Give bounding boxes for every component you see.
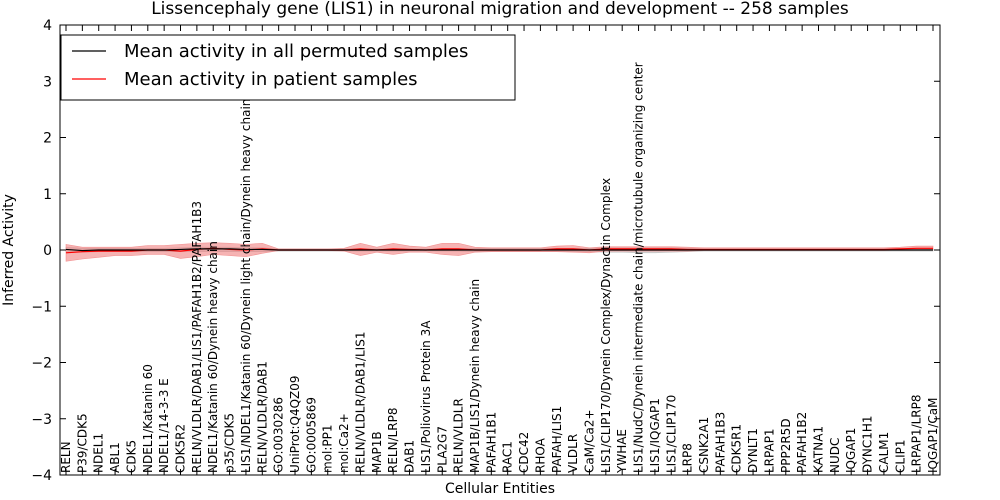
- legend: Mean activity in all permuted samples Me…: [60, 34, 516, 101]
- y-tick-label: −4: [31, 468, 52, 484]
- x-tick-label: IQGAP1: [844, 428, 858, 473]
- x-tick-label: YWHAE: [615, 429, 629, 474]
- y-tick-label: 3: [43, 74, 52, 90]
- x-tick-label: DYNC1H1: [861, 415, 875, 473]
- x-tick-label: CDK5R2: [174, 424, 188, 473]
- x-tick-label: GO:0030286: [272, 397, 286, 473]
- y-tick-label: −3: [31, 412, 52, 428]
- y-axis: −4 −3 −2 −1 0 1 2 3 4: [31, 18, 940, 484]
- x-tick-label: RELN/VLDLR/DAB1/LIS1: [353, 332, 367, 473]
- chart-title: Lissencephaly gene (LIS1) in neuronal mi…: [151, 0, 849, 19]
- x-tick-label: RELN/VLDLR/DAB1/LIS1/PAFAH1B2/PAFAH1B3: [190, 201, 204, 473]
- x-tick-label: UniProt:Q4QZ09: [288, 375, 302, 473]
- x-tick-label: RAC1: [501, 441, 515, 473]
- y-tick-label: −1: [31, 299, 52, 315]
- x-tick-label: NDEL1/Katanin 60/Dynein heavy chain: [206, 241, 220, 473]
- series-lines: [65, 247, 933, 254]
- x-tick-label: PAFAH/LIS1: [550, 406, 564, 473]
- x-tick-label: mol:Ca2+: [337, 413, 351, 473]
- x-tick-label: LRP8: [681, 443, 695, 473]
- x-tick-label: PAFAH1B3: [713, 412, 727, 473]
- x-tick-label: p35/CDK5: [223, 413, 237, 473]
- x-tick-label: LIS1/CLIP170: [664, 395, 678, 473]
- x-tick-label: MAP1B/LIS1/Dynein heavy chain: [468, 279, 482, 473]
- x-tick-label: mol:PP1: [321, 424, 335, 473]
- legend-label-permuted: Mean activity in all permuted samples: [124, 41, 468, 62]
- x-tick-label: LRPAP1/LRP8: [910, 394, 924, 473]
- x-tick-label: P39/CDK5: [75, 413, 89, 473]
- x-tick-label: RELN: [59, 441, 73, 473]
- x-tick-label: CLIP1: [893, 440, 907, 473]
- x-tick-label: ABL1: [108, 442, 122, 473]
- legend-label-patient: Mean activity in patient samples: [124, 69, 418, 90]
- x-tick-label: NDEL1/14-3-3 E: [157, 378, 171, 473]
- x-tick-label: RELN/VLDLR/DAB1: [255, 361, 269, 473]
- x-tick-label: CSNK2A1: [697, 417, 711, 473]
- x-tick-label: DYNLT1: [746, 428, 760, 473]
- x-tick-label: LRPAP1: [762, 428, 776, 473]
- x-tick-label: NDEL1: [92, 433, 106, 473]
- x-tick-label: CALM1: [877, 432, 891, 473]
- x-tick-label: CaM/Ca2+: [582, 409, 596, 473]
- x-tick-label: LIS1/NDEL1/Katanin 60/Dynein light chain…: [239, 99, 253, 473]
- x-tick-label: NDEL1/Katanin 60: [141, 364, 155, 473]
- x-tick-label: VLDLR: [566, 434, 580, 473]
- x-tick-label: PPP2R5D: [779, 418, 793, 473]
- x-tick-label: PAFAH1B1: [484, 412, 498, 473]
- y-tick-label: 2: [43, 131, 52, 147]
- x-tick-label: LIS1/Poliovirus Protein 3A: [419, 320, 433, 473]
- x-tick-label: CDK5: [124, 440, 138, 473]
- y-tick-label: 4: [43, 18, 52, 34]
- y-tick-label: 1: [43, 187, 52, 203]
- y-axis-label: Inferred Activity: [1, 194, 17, 306]
- y-tick-label: 0: [43, 243, 52, 259]
- x-tick-label: CDK5R1: [730, 424, 744, 473]
- legend-box: [60, 34, 516, 101]
- x-tick-label: DAB1: [403, 440, 417, 473]
- x-tick-label: LIS1/NudC/Dynein intermediate chain/micr…: [632, 62, 646, 473]
- x-tick-label: GO:0005869: [304, 397, 318, 473]
- x-tick-label: RHOA: [533, 437, 547, 473]
- x-tick-label: IQGAP1/CaM: [926, 398, 940, 474]
- x-tick-label: PLA2G7: [435, 426, 449, 473]
- line-permuted: [65, 248, 933, 252]
- x-tick-label: LIS1/CLIP170/Dynein Complex/Dynactin Com…: [599, 178, 613, 473]
- x-tick-label: NUDC: [828, 438, 842, 473]
- x-tick-label: CDC42: [517, 432, 531, 473]
- x-tick-label: PAFAH1B2: [795, 412, 809, 473]
- y-tick-label: −2: [31, 356, 52, 372]
- x-tick-label: KATNA1: [811, 426, 825, 473]
- x-tick-label: RELN/LRP8: [386, 407, 400, 473]
- x-tick-label: LIS1/IQGAP1: [648, 398, 662, 473]
- x-tick-label: RELN/VLDLR: [452, 398, 466, 473]
- x-tick-label: MAP1B: [370, 431, 384, 473]
- x-axis-label: Cellular Entities: [445, 481, 555, 497]
